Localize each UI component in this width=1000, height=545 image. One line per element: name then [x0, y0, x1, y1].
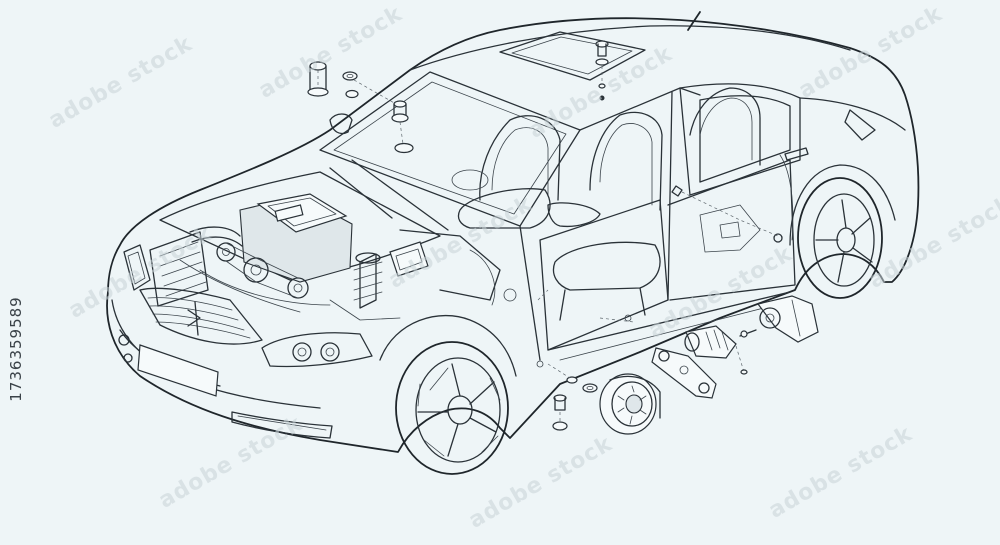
lower-bolt-part [547, 363, 598, 431]
bolt-part [353, 79, 414, 154]
axle-coupling-part [684, 325, 757, 375]
door-linkage-part [671, 185, 783, 243]
front-fascia [111, 244, 373, 439]
exploded-parts [307, 40, 819, 435]
rear-wheel [789, 164, 896, 299]
roof-fastener-part [595, 40, 609, 101]
washer-part [342, 71, 359, 99]
fastener-part [307, 61, 329, 97]
stock-image-id: 1736359589 [7, 296, 25, 402]
shaft-joint-part [756, 295, 819, 343]
front-wheel [379, 314, 517, 475]
car-body [106, 11, 920, 453]
mirror-bracket-part [329, 113, 353, 135]
interior-seats [451, 87, 761, 321]
brake-disc-part [599, 373, 661, 435]
engine-bay [149, 159, 517, 321]
suspension-bracket-part [651, 347, 717, 399]
